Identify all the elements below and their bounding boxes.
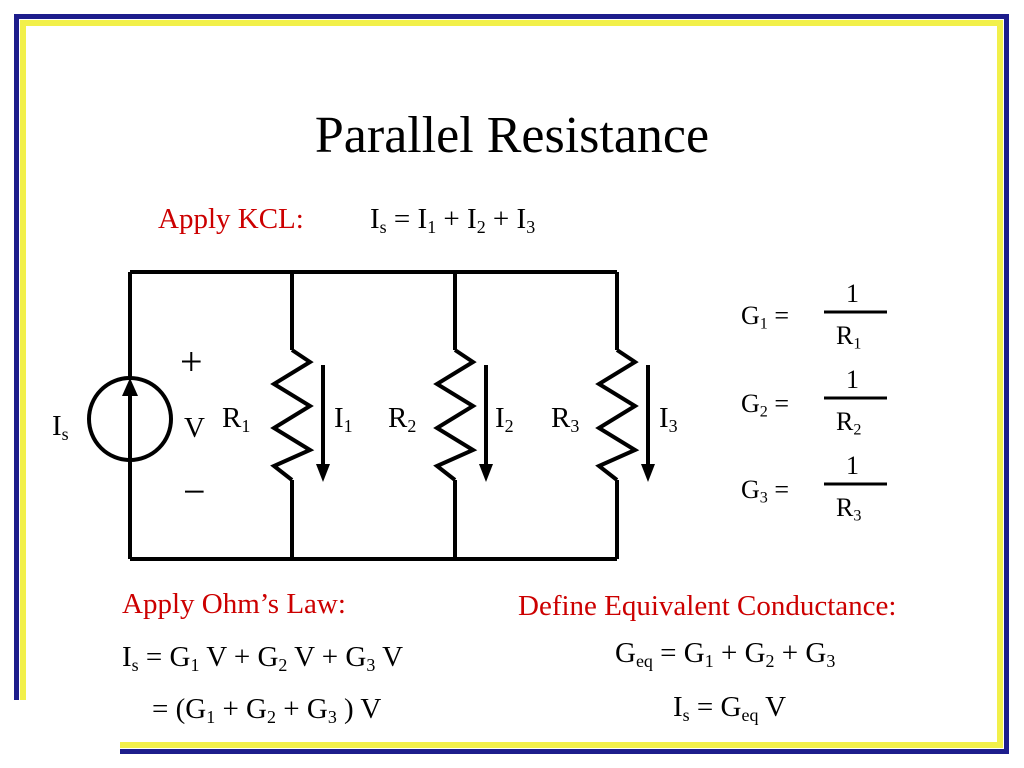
conductance-g1-lhs: G1 = (741, 301, 790, 333)
resistor-r1-label: R1 (222, 402, 251, 437)
conductance-g3-denominator: R3 (836, 493, 862, 525)
is-equation: Is = Geq V (673, 691, 787, 726)
slide-frame-outer (14, 14, 1009, 754)
conductance-g3-lhs: G3 = (741, 475, 790, 507)
logo-area (0, 700, 120, 768)
minus-sign: − (183, 469, 206, 514)
conductance-g2-lhs: G2 = (741, 389, 790, 421)
slide-title: Parallel Resistance (314, 107, 710, 164)
current-i1-label: I1 (334, 402, 353, 437)
current-source-arrowhead (122, 378, 138, 396)
resistor-r2 (433, 348, 478, 482)
ohm-label: Apply Ohm’s Law: (122, 588, 346, 620)
conductance-g1-denominator: R1 (836, 321, 862, 353)
current-arrow-i3-head (641, 464, 655, 482)
kcl-equation: Is = I1 + I2 + I3 (370, 203, 536, 238)
resistor-r3 (595, 348, 640, 482)
plus-sign: + (180, 339, 203, 384)
slide-frame-inner (20, 20, 1003, 748)
conductance-g1-numerator: 1 (846, 279, 859, 308)
resistor-r2-label: R2 (388, 402, 417, 437)
ohm-equation-1: Is = G1 V + G2 V + G3 V (122, 641, 404, 676)
conductance-g3-numerator: 1 (846, 451, 859, 480)
kcl-label: Apply KCL: (158, 203, 304, 235)
current-i2-label: I2 (495, 402, 514, 437)
geq-equation: Geq = G1 + G2 + G3 (615, 637, 836, 672)
conductance-g2-denominator: R2 (836, 407, 862, 439)
resistor-r1 (270, 348, 315, 482)
conductance-heading: Define Equivalent Conductance: (518, 590, 897, 622)
current-arrow-i1-head (316, 464, 330, 482)
resistor-r3-label: R3 (551, 402, 580, 437)
source-label: Is (52, 410, 69, 445)
conductance-g2-numerator: 1 (846, 365, 859, 394)
ohm-equation-2: = (G1 + G2 + G3 ) V (152, 693, 382, 728)
current-i3-label: I3 (659, 402, 678, 437)
voltage-label: V (184, 412, 205, 444)
current-arrow-i2-head (479, 464, 493, 482)
